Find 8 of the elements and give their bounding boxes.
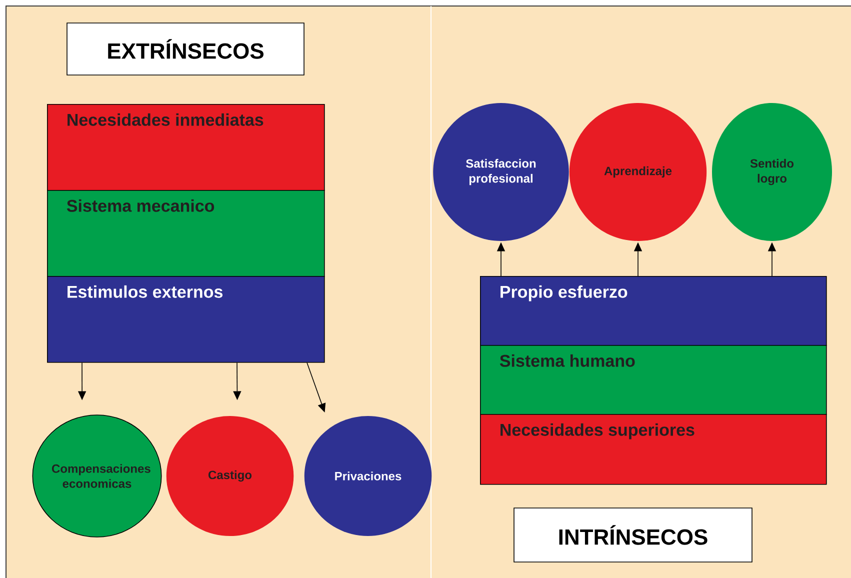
layer-band: Necesidades superiores — [480, 414, 827, 485]
layer-band: Propio esfuerzo — [480, 276, 827, 346]
layer-band: Necesidades inmediatas — [47, 104, 325, 191]
layer-band: Estimulos externos — [47, 276, 325, 363]
layer-band: Sistema mecanico — [47, 190, 325, 277]
heading-box: EXTRÍNSECOS — [66, 22, 304, 76]
layer-band: Sistema humano — [480, 345, 827, 415]
heading-box: INTRÍNSECOS — [514, 508, 752, 562]
